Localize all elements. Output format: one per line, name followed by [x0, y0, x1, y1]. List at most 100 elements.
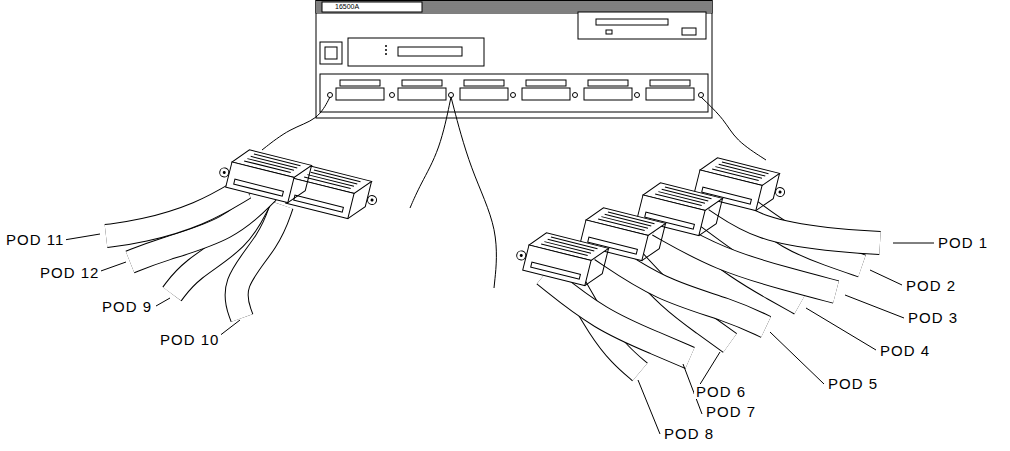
head-side [288, 162, 312, 206]
leader-line [893, 243, 934, 244]
head-stripe [314, 170, 361, 182]
leader-line [638, 380, 660, 434]
leader-line [770, 332, 824, 384]
head-edge [652, 220, 666, 223]
screw [449, 93, 454, 98]
ribbon-cable [658, 225, 836, 292]
cables [262, 97, 766, 288]
pod-label: POD 6 [694, 384, 748, 399]
head-side [642, 220, 666, 264]
floppy-button [682, 28, 696, 35]
head-slot [294, 195, 344, 212]
screw [635, 93, 640, 98]
thumb-screw [219, 167, 230, 178]
head-stripe [311, 172, 358, 184]
indicator-dot [385, 53, 387, 55]
head-stripe [719, 164, 766, 176]
head-side [585, 245, 609, 289]
power-switch [320, 42, 342, 64]
leader-line [845, 295, 904, 318]
floppy-led [606, 30, 612, 34]
mainframe-body [316, 0, 712, 118]
ribbon-cable-edge [544, 275, 690, 358]
head-stripe [722, 162, 769, 174]
pod-label: POD 2 [904, 278, 958, 293]
thumb-screw-center [778, 190, 782, 194]
ribbon-cable-edge [106, 188, 245, 236]
pod-connector-label [526, 80, 566, 86]
pod-label: POD 10 [158, 332, 221, 347]
pod-label: POD 3 [906, 310, 960, 325]
pod-label: POD 1 [936, 235, 990, 250]
head-edge [358, 178, 372, 181]
leader-line [156, 298, 170, 306]
leader-line [98, 262, 126, 272]
model-number: 16500A [333, 3, 361, 10]
ribbon-cable [601, 250, 766, 327]
head-stripe [662, 189, 709, 201]
pod-label: POD 11 [4, 232, 66, 247]
leader-line [870, 270, 902, 285]
pod-connector [336, 88, 384, 100]
model-plate [322, 2, 422, 12]
floppy-drive [578, 12, 706, 39]
head-stripe [548, 239, 595, 251]
head-stripe [605, 214, 652, 226]
screw [328, 93, 333, 98]
cable [410, 97, 451, 208]
pod-label: POD 7 [704, 404, 758, 419]
head-stripe [254, 154, 301, 166]
cable [262, 97, 330, 150]
pod-connector [646, 88, 694, 100]
interface-connector [398, 47, 462, 56]
pod-label: POD 5 [826, 376, 880, 391]
cable [701, 97, 766, 160]
head-front [286, 178, 354, 219]
head-stripe [551, 237, 598, 249]
ribbon-cable-edge [601, 250, 766, 327]
pod-connector-head [513, 227, 608, 289]
ribbon-cable [544, 275, 690, 358]
screw [573, 93, 578, 98]
leader-line [64, 234, 100, 240]
leader-line [806, 308, 876, 350]
right-pod-group [513, 154, 880, 372]
floppy-slot [596, 19, 668, 25]
head-edge [766, 170, 780, 173]
head-slot [234, 179, 284, 196]
cable [451, 97, 496, 288]
pod-label: POD 4 [878, 343, 932, 358]
pod-label: POD 9 [100, 299, 154, 314]
power-rocker [325, 47, 337, 59]
ribbon-cable [106, 188, 245, 236]
pod-connector-head [216, 144, 311, 206]
pod-connector-label [588, 80, 628, 86]
top-band [316, 0, 712, 13]
indicator-dot [385, 45, 387, 47]
head-edge [298, 162, 312, 165]
ribbon-cable-edge [658, 225, 836, 292]
indicator-dot [385, 49, 387, 51]
pod-connector-label [402, 80, 442, 86]
pod-connector-label [340, 80, 380, 86]
head-front [523, 245, 591, 286]
thumb-screw-center [370, 198, 374, 202]
head-side [699, 195, 723, 239]
head-stripe [251, 156, 298, 168]
head-stripe [608, 212, 655, 224]
pod-connector-label [650, 80, 690, 86]
head-slot [531, 262, 581, 279]
head-front [226, 162, 294, 203]
thumb-screw-center [222, 171, 226, 175]
thumb-screw-center [519, 254, 523, 258]
leader-lines [64, 234, 934, 434]
pod-connector [584, 88, 632, 100]
head-stripe [665, 187, 712, 199]
left-pod-group [106, 144, 381, 318]
pod-connector [522, 88, 570, 100]
head-edge [709, 195, 723, 198]
interface-card [348, 38, 484, 66]
screw [511, 93, 516, 98]
pod-connector [460, 88, 508, 100]
